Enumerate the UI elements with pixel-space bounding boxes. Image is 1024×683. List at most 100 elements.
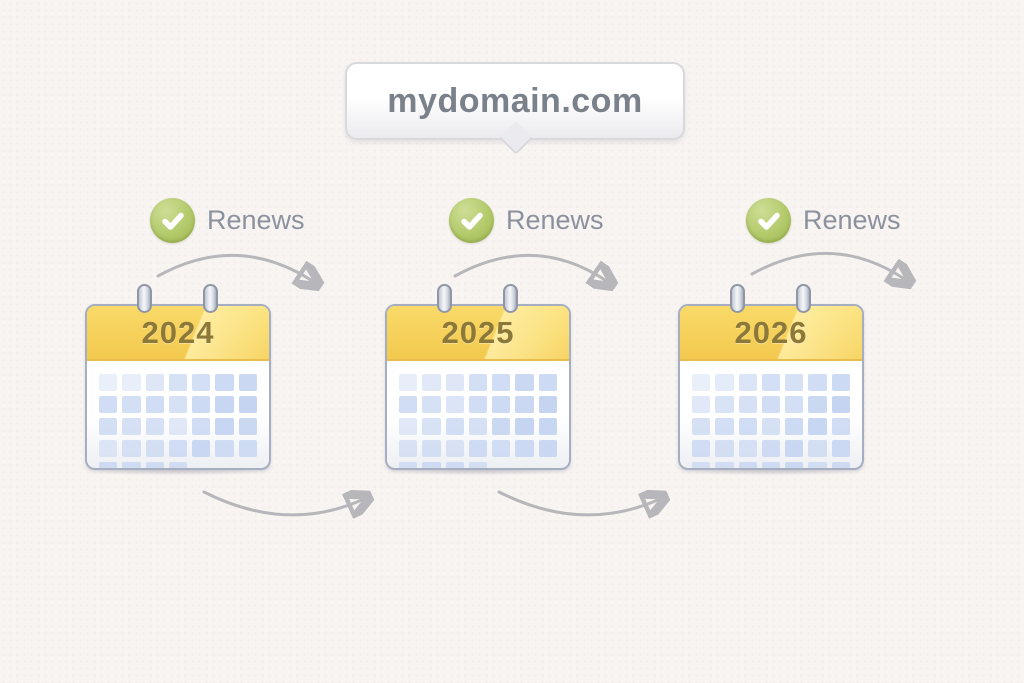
calendar-day-cell — [168, 396, 188, 413]
calendar-day-cell — [831, 462, 850, 468]
calendar-day-cell — [492, 440, 511, 457]
calendar-day-cell — [99, 396, 118, 413]
calendar-card: 2024 — [85, 304, 271, 470]
calendar-day-cell — [785, 374, 804, 391]
calendar-day-cell — [215, 418, 234, 435]
calendar-day-grid — [680, 361, 862, 468]
calendar-2026: 2026 — [670, 284, 872, 484]
calendar-day-cell — [145, 374, 164, 391]
renews-label: Renews — [803, 205, 901, 235]
calendar-year-label: 2025 — [441, 314, 515, 350]
calendar-day-cell — [808, 418, 827, 435]
renews-badge-2025: Renews — [449, 198, 604, 243]
calendar-day-cell — [145, 462, 164, 468]
binder-ring-icon — [437, 284, 452, 313]
calendar-day-cell — [515, 440, 534, 457]
calendar-day-cell — [99, 440, 118, 457]
calendar-card: 2026 — [678, 304, 864, 470]
calendar-day-cell — [238, 396, 257, 413]
calendar-day-cell — [538, 374, 557, 391]
binder-ring-icon — [503, 284, 518, 313]
calendar-day-cell — [761, 374, 781, 391]
calendar-day-cell — [692, 462, 711, 468]
calendar-day-cell — [168, 440, 188, 457]
calendar-day-cell — [538, 440, 557, 457]
renews-badge-2026: Renews — [746, 198, 901, 243]
calendar-day-cell — [399, 374, 418, 391]
binder-ring-icon — [796, 284, 811, 313]
calendar-day-cell — [192, 418, 211, 435]
calendar-card: 2025 — [385, 304, 571, 470]
calendar-day-cell — [692, 418, 711, 435]
calendar-day-cell — [785, 462, 804, 468]
calendar-day-cell — [538, 396, 557, 413]
calendar-day-cell — [761, 462, 781, 468]
calendar-day-cell — [715, 440, 734, 457]
calendar-day-cell — [238, 374, 257, 391]
check-circle-icon — [150, 198, 195, 243]
calendar-day-cell — [445, 396, 464, 413]
calendar-day-cell — [468, 462, 488, 468]
calendar-day-cell — [715, 418, 734, 435]
calendar-day-cell — [192, 440, 211, 457]
calendar-day-cell — [422, 374, 441, 391]
calendar-day-cell — [122, 374, 141, 391]
calendar-day-cell — [445, 418, 464, 435]
calendar-day-cell — [831, 396, 850, 413]
calendar-day-cell — [445, 462, 464, 468]
arrow-top-2 — [453, 254, 608, 282]
calendar-day-cell — [515, 374, 534, 391]
renews-label: Renews — [207, 205, 305, 235]
calendar-2025: 2025 — [377, 284, 579, 484]
calendar-day-grid — [87, 361, 269, 468]
calendar-day-cell — [399, 418, 418, 435]
renews-label: Renews — [506, 205, 604, 235]
calendar-day-cell — [808, 462, 827, 468]
calendar-day-cell — [215, 374, 234, 391]
calendar-day-cell — [445, 374, 464, 391]
calendar-day-cell — [738, 418, 757, 435]
binder-ring-icon — [730, 284, 745, 313]
binder-ring-icon — [203, 284, 218, 313]
calendar-day-cell — [192, 396, 211, 413]
calendar-day-cell — [145, 440, 164, 457]
calendar-day-cell — [738, 374, 757, 391]
calendar-day-cell — [785, 418, 804, 435]
calendar-day-cell — [399, 440, 418, 457]
calendar-day-cell — [99, 462, 118, 468]
calendar-day-cell — [492, 396, 511, 413]
calendar-day-cell — [192, 374, 211, 391]
calendar-day-cell — [399, 396, 418, 413]
calendar-day-cell — [99, 418, 118, 435]
calendar-day-cell — [122, 462, 141, 468]
speech-bubble-tail — [499, 121, 533, 155]
calendar-day-grid — [387, 361, 569, 468]
calendar-day-cell — [492, 374, 511, 391]
calendar-day-cell — [122, 418, 141, 435]
calendar-day-cell — [831, 440, 850, 457]
calendar-day-cell — [399, 462, 418, 468]
binder-ring-icon — [137, 284, 152, 313]
calendar-day-cell — [422, 440, 441, 457]
calendar-day-cell — [738, 462, 757, 468]
calendar-year-label: 2024 — [141, 314, 215, 350]
calendar-day-cell — [738, 396, 757, 413]
calendar-day-cell — [468, 440, 488, 457]
calendar-day-cell — [831, 374, 850, 391]
renews-badge-2024: Renews — [150, 198, 305, 243]
calendar-header: 2025 — [387, 306, 569, 361]
calendar-day-cell — [215, 440, 234, 457]
calendar-header: 2024 — [87, 306, 269, 361]
calendar-day-cell — [145, 396, 164, 413]
arrow-top-3 — [750, 252, 906, 280]
calendar-day-cell — [515, 418, 534, 435]
calendar-day-cell — [692, 440, 711, 457]
calendar-day-cell — [761, 440, 781, 457]
calendar-day-cell — [808, 374, 827, 391]
calendar-year-label: 2026 — [734, 314, 808, 350]
calendar-day-cell — [468, 396, 488, 413]
calendar-day-cell — [468, 374, 488, 391]
calendar-day-cell — [422, 462, 441, 468]
calendar-day-cell — [168, 374, 188, 391]
calendar-day-cell — [422, 418, 441, 435]
